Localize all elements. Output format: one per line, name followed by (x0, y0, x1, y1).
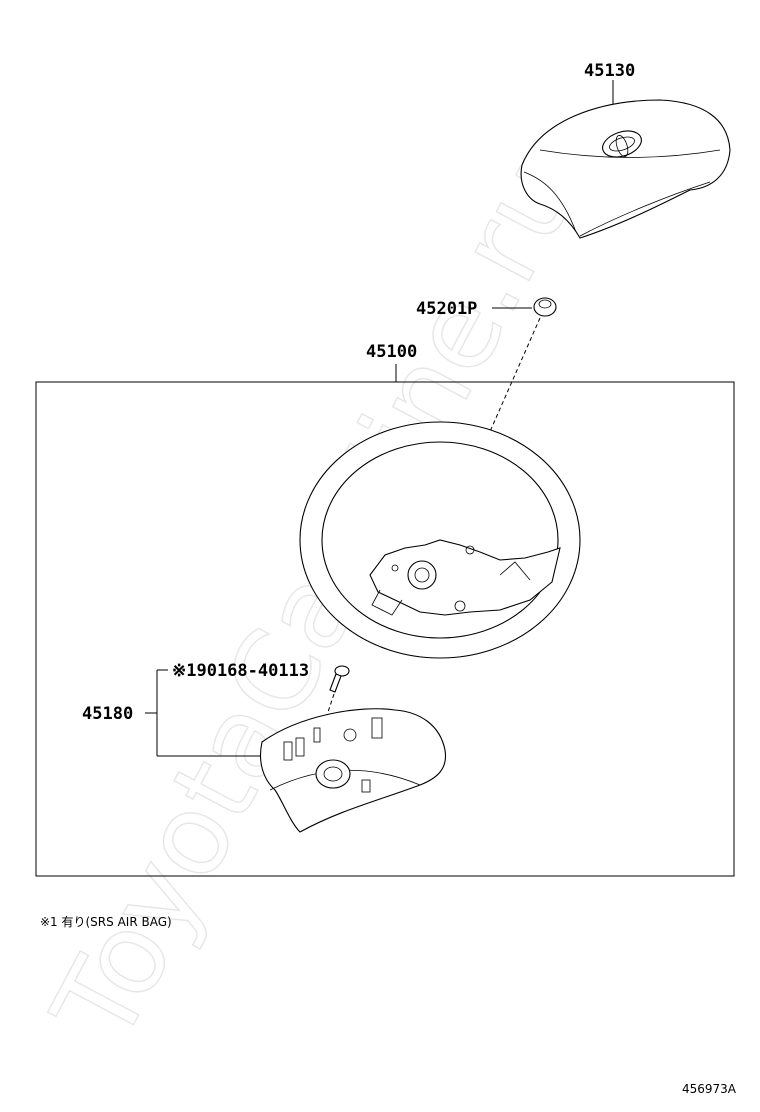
assembly-frame (35, 381, 735, 877)
nut-illustration (533, 297, 557, 317)
toyota-emblem-icon (602, 130, 642, 158)
horn-pad-illustration (520, 99, 731, 239)
illustration-id: 456973A (682, 1082, 737, 1096)
part-label-bolt: ※190168-40113 (172, 661, 309, 681)
part-label-45180: 45180 (82, 704, 133, 724)
part-label-45100: 45100 (366, 342, 417, 362)
part-label-45130: 45130 (584, 61, 635, 81)
part-label-45201p: 45201P (416, 299, 477, 319)
cover-illustration (259, 708, 447, 833)
steering-wheel-illustration (299, 421, 581, 659)
footnote-text: ※1 有り(SRS AIR BAG) (40, 915, 172, 929)
bolt-illustration (329, 665, 350, 693)
